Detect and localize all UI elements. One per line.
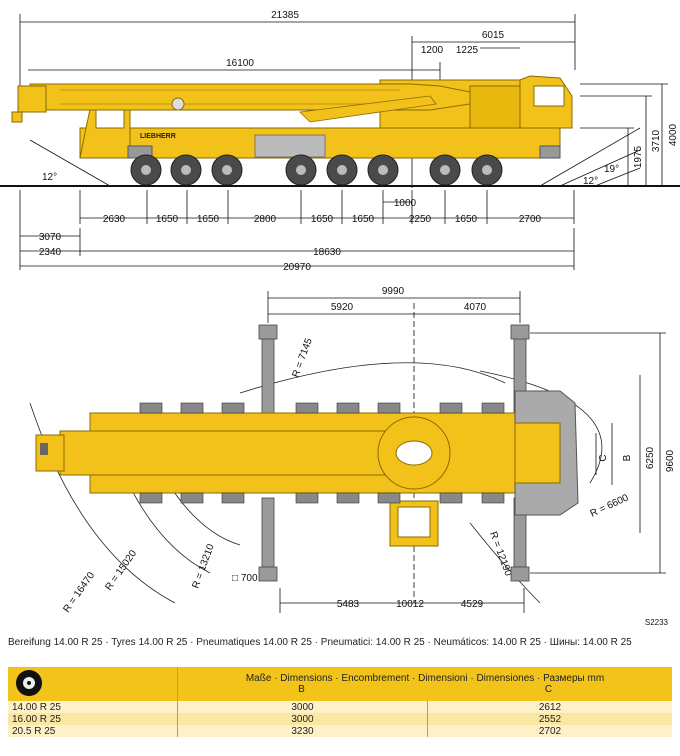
crane-side-view: 21385 16100 6015 1200 1225 LIEBHERR xyxy=(0,10,680,273)
dim-slewing-offset-a: 1200 xyxy=(421,45,444,56)
dim-front-3070: 3070 xyxy=(39,232,62,243)
dim-front-2340: 2340 xyxy=(39,247,62,258)
plan-carrier xyxy=(35,390,579,547)
row-tyre: 16.00 R 25 xyxy=(8,713,178,725)
table-row: 16.00 R 25 3000 2552 xyxy=(8,713,672,725)
brand-lettering: LIEBHERR xyxy=(140,133,176,140)
dim-overall-length: 21385 xyxy=(271,10,299,21)
dim-slewing-offset-b: 1225 xyxy=(456,45,479,56)
outrigger-pad-size: □ 700 xyxy=(232,573,258,584)
row-tyre: 14.00 R 25 xyxy=(8,701,178,713)
dim-rear-overhang: 2700 xyxy=(519,214,542,225)
wheel-hubs xyxy=(141,165,492,175)
row-c: 2552 xyxy=(426,713,672,725)
dim-carrier-length: 18630 xyxy=(313,247,341,258)
tyre-spec-line: Bereifung 14.00 R 25 · Tyres 14.00 R 25 … xyxy=(8,637,632,648)
tyre-icon xyxy=(16,669,42,696)
overall-dimension-lines xyxy=(19,190,575,270)
rear-approach-angle: 12° xyxy=(583,176,598,187)
row-b: 3000 xyxy=(177,713,428,725)
letter-C: C xyxy=(598,454,609,461)
row-b: 3230 xyxy=(177,725,428,737)
dim-height-1975: 1975 xyxy=(633,145,644,168)
row-b: 3000 xyxy=(177,701,428,713)
letter-B: B xyxy=(622,454,633,461)
axle-dimension-line xyxy=(79,190,575,224)
crane-carrier: LIEBHERR xyxy=(79,75,573,159)
dim-axle-3: 1650 xyxy=(197,214,220,225)
dim-axle-8: 1650 xyxy=(455,214,478,225)
dimensions-table: Maße · Dimensions · Encombrement · Dimen… xyxy=(8,667,672,737)
radius-15020: R = 15020 xyxy=(103,548,139,593)
dim-axle-1: 2630 xyxy=(103,214,126,225)
radius-13210: R = 13210 xyxy=(190,542,216,590)
tyre-icon-cell xyxy=(8,667,178,701)
table-header-title: Maße · Dimensions · Encombrement · Dimen… xyxy=(245,673,605,684)
table-row: 20.5 R 25 3230 2702 xyxy=(8,725,672,737)
dim-height-3710: 3710 xyxy=(651,129,662,152)
crane-boom xyxy=(11,83,471,123)
dim-axle-5: 1650 xyxy=(311,214,334,225)
dim-rear-outrigger: 4070 xyxy=(464,302,487,313)
dim-rear-length: 6015 xyxy=(482,30,505,41)
dim-axle-2: 1650 xyxy=(156,214,179,225)
radius-6600: R = 6600 xyxy=(589,492,631,519)
front-approach-angle: 12° xyxy=(42,172,57,183)
dim-rear-support: 4529 xyxy=(461,599,484,610)
plan-bottom-dimension-lines xyxy=(279,588,525,613)
dim-front-support: 5483 xyxy=(337,599,360,610)
dim-height-4000: 4000 xyxy=(668,123,679,146)
radius-12190: R = 12190 xyxy=(487,530,513,578)
height-dimension-lines xyxy=(580,83,668,186)
dim-width-6250: 6250 xyxy=(645,446,656,469)
dim-axle-4: 2800 xyxy=(254,214,277,225)
plan-right-dimension-lines xyxy=(530,332,666,574)
rear-departure-angle: 19° xyxy=(604,164,619,175)
row-c: 2612 xyxy=(426,701,672,713)
dim-front-outrigger: 5920 xyxy=(331,302,354,313)
header-col-c: C xyxy=(544,684,553,695)
dim-boom-length: 16100 xyxy=(226,58,254,69)
radius-7145: R = 7145 xyxy=(290,336,314,379)
dim-support-base: 10012 xyxy=(396,599,424,610)
plan-wheels xyxy=(139,402,505,504)
dim-axle-6: 1650 xyxy=(352,214,375,225)
table-header: Maße · Dimensions · Encombrement · Dimen… xyxy=(8,667,672,701)
axle-wheels xyxy=(130,154,503,186)
dim-slewing-1000: 1000 xyxy=(394,198,417,209)
row-c: 2702 xyxy=(426,725,672,737)
row-tyre: 20.5 R 25 xyxy=(8,725,178,737)
header-col-b: B xyxy=(298,684,305,695)
drawing-code: S2233 xyxy=(645,618,669,627)
radius-16470: R = 16470 xyxy=(61,570,97,615)
dim-outrigger-span: 9990 xyxy=(382,286,405,297)
crane-plan-view: 9990 5920 4070 R = 7145 R = 16470 R = 15… xyxy=(29,286,676,627)
table-row: 14.00 R 25 3000 2612 xyxy=(8,701,672,713)
dim-total-length: 20970 xyxy=(283,262,311,273)
dim-width-9600: 9600 xyxy=(665,449,676,472)
dim-axle-7: 2250 xyxy=(409,214,432,225)
approach-angle-lines xyxy=(29,127,641,187)
